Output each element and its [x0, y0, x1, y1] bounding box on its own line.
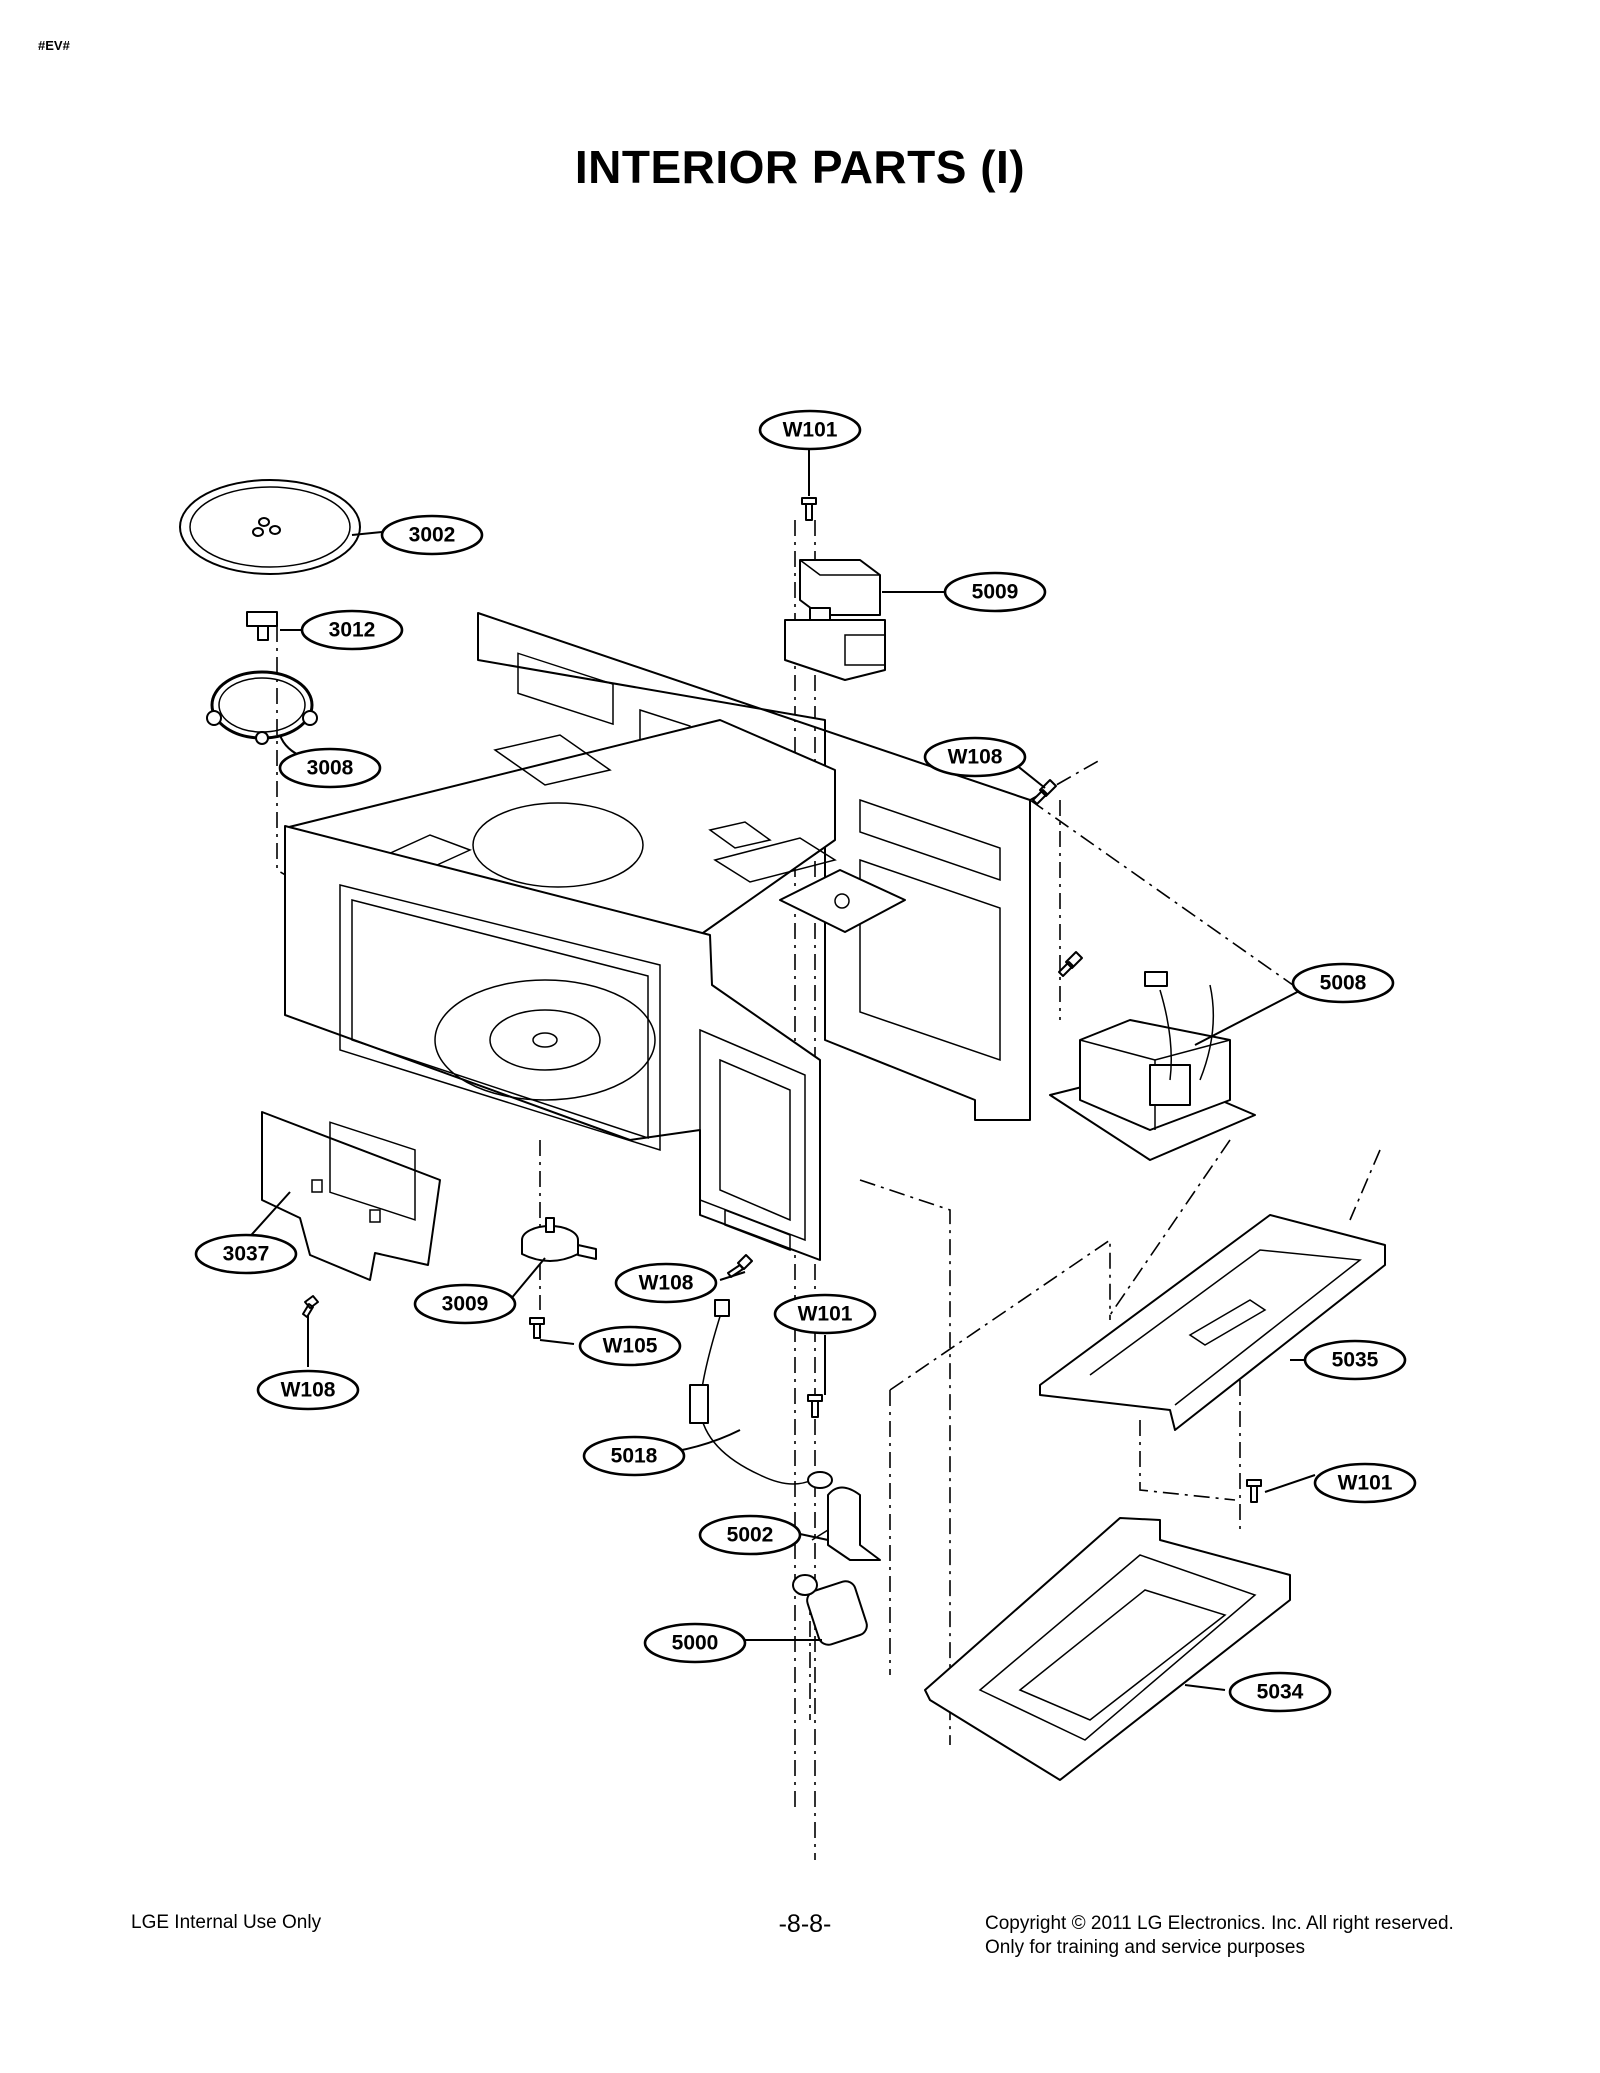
callout-3037: 3037: [194, 1233, 298, 1275]
footer-copyright-block: Copyright © 2011 LG Electronics. Inc. Al…: [985, 1912, 1454, 1960]
callout-w101-top: W101: [758, 409, 862, 451]
callout-label: 5035: [1332, 1349, 1379, 1372]
callout-label: 5000: [672, 1632, 719, 1655]
footer-internal-use: LGE Internal Use Only: [131, 1912, 322, 1933]
screws: [302, 497, 1262, 1503]
callout-label: 5009: [972, 581, 1019, 604]
high-voltage-transformer: [1049, 971, 1256, 1161]
callout-5018: 5018: [582, 1435, 686, 1477]
footer-page-number: -8-8-: [778, 1910, 832, 1938]
vent-panel: [261, 1111, 441, 1281]
wire-assembly: [689, 1299, 833, 1489]
callout-3008: 3008: [278, 747, 382, 789]
callout-label: 3009: [442, 1293, 489, 1316]
callout-label: 5034: [1257, 1681, 1304, 1704]
roller-coupler: [246, 611, 278, 641]
callout-w105: W105: [578, 1325, 682, 1367]
turntable-motor: [521, 1217, 597, 1262]
callout-label: W105: [603, 1335, 658, 1358]
lamp-bracket: [811, 1486, 881, 1561]
callout-label: 3037: [223, 1243, 270, 1266]
callout-w108-mid: W108: [614, 1262, 718, 1304]
footer-training-note: Only for training and service purposes: [985, 1937, 1305, 1958]
roller-ring: [206, 670, 318, 745]
document-code: #EV#: [38, 38, 70, 53]
callout-label: 3012: [329, 619, 376, 642]
callout-5002: 5002: [698, 1514, 802, 1556]
callout-w108-left: W108: [256, 1369, 360, 1411]
callout-3009: 3009: [413, 1283, 517, 1325]
page-title: INTERIOR PARTS (I): [574, 141, 1026, 193]
callout-label: W101: [783, 419, 838, 442]
callout-label: 3002: [409, 524, 456, 547]
callout-5000: 5000: [643, 1622, 747, 1664]
callout-label: W101: [1338, 1472, 1393, 1495]
callout-label: W108: [281, 1379, 336, 1402]
callout-label: W108: [639, 1272, 694, 1295]
callout-5035: 5035: [1303, 1339, 1407, 1381]
callout-5034: 5034: [1228, 1671, 1332, 1713]
callout-3012: 3012: [300, 609, 404, 651]
high-voltage-capacitor: [784, 559, 886, 681]
callout-label: 5018: [611, 1445, 658, 1468]
callout-5008: 5008: [1291, 962, 1395, 1004]
callout-3002: 3002: [380, 514, 484, 556]
callout-label: W101: [798, 1303, 853, 1326]
callout-w101-right: W101: [1313, 1462, 1417, 1504]
callout-label: 5008: [1320, 972, 1367, 995]
footer-copyright: Copyright © 2011 LG Electronics. Inc. Al…: [985, 1913, 1454, 1934]
callout-w108-right: W108: [923, 736, 1027, 778]
turntable-tray: [179, 479, 361, 575]
base-plate: [1039, 1214, 1386, 1431]
callout-label: W108: [948, 746, 1003, 769]
oven-cavity-assembly: [284, 612, 1031, 1261]
callout-w101-mid: W101: [773, 1293, 877, 1335]
bottom-cover: [924, 1517, 1291, 1781]
callout-label: 3008: [307, 757, 354, 780]
callout-label: 5002: [727, 1524, 774, 1547]
oven-lamp: [792, 1574, 868, 1646]
callout-5009: 5009: [943, 571, 1047, 613]
